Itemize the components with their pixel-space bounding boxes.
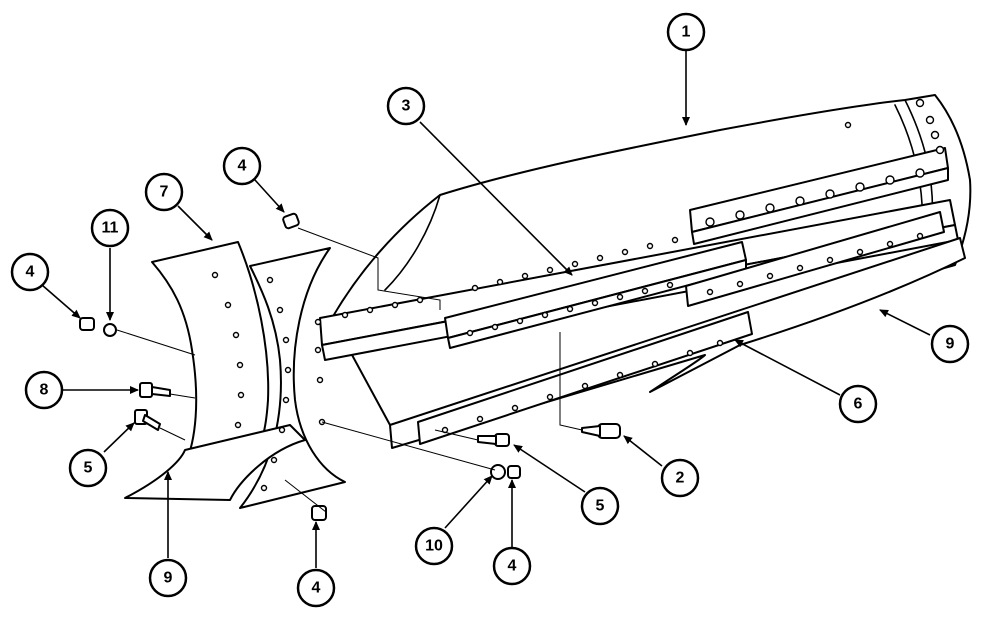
callout-4-bottom-right-label: 4 [508,558,517,575]
fasteners [79,212,621,521]
callout-5-left: 5 [68,448,108,488]
upper-splice-strap [689,147,949,245]
callout-8: 8 [24,370,64,410]
bulkhead-ring [151,241,270,466]
callout-4-bottom-label: 4 [312,580,321,597]
callout-4-bottom: 4 [296,568,336,608]
callout-2-label: 2 [676,470,685,487]
callout-4-left-label: 4 [26,264,35,281]
callout-9-right-label: 9 [946,336,955,353]
front-skin-panel [239,247,346,509]
callout-3-label: 3 [402,98,411,115]
callout-5-left-label: 5 [84,460,93,477]
callout-7: 7 [144,172,184,212]
callout-8-label: 8 [40,382,49,399]
callout-3: 3 [386,86,426,126]
callout-4-top-label: 4 [238,158,247,175]
callout-9-right: 9 [930,324,970,364]
rivet-holes [211,98,945,492]
callout-5-right-label: 5 [596,498,605,515]
callout-4-left: 4 [10,252,50,292]
callout-6-label: 6 [854,396,863,413]
callout-11: 11 [90,208,130,248]
callout-10: 10 [414,526,454,566]
callout-4-top: 4 [222,146,262,186]
callout-5-right: 5 [580,486,620,526]
callout-2: 2 [660,458,700,498]
mid-strap [685,211,945,307]
callout-9-left: 9 [148,558,188,598]
guide-lines [116,227,583,513]
callout-1-label: 1 [682,24,691,41]
leader-arrows [41,50,931,568]
callout-10-label: 10 [425,538,443,555]
callout-9-left-label: 9 [164,570,173,587]
callout-1: 1 [666,12,706,52]
callout-7-label: 7 [160,184,169,201]
callout-11-label: 11 [102,220,119,237]
callout-6: 6 [838,384,878,424]
callout-4-bottom-right: 4 [492,546,532,586]
lower-doubler-strap [417,311,753,445]
lower-angle-left [124,424,306,501]
